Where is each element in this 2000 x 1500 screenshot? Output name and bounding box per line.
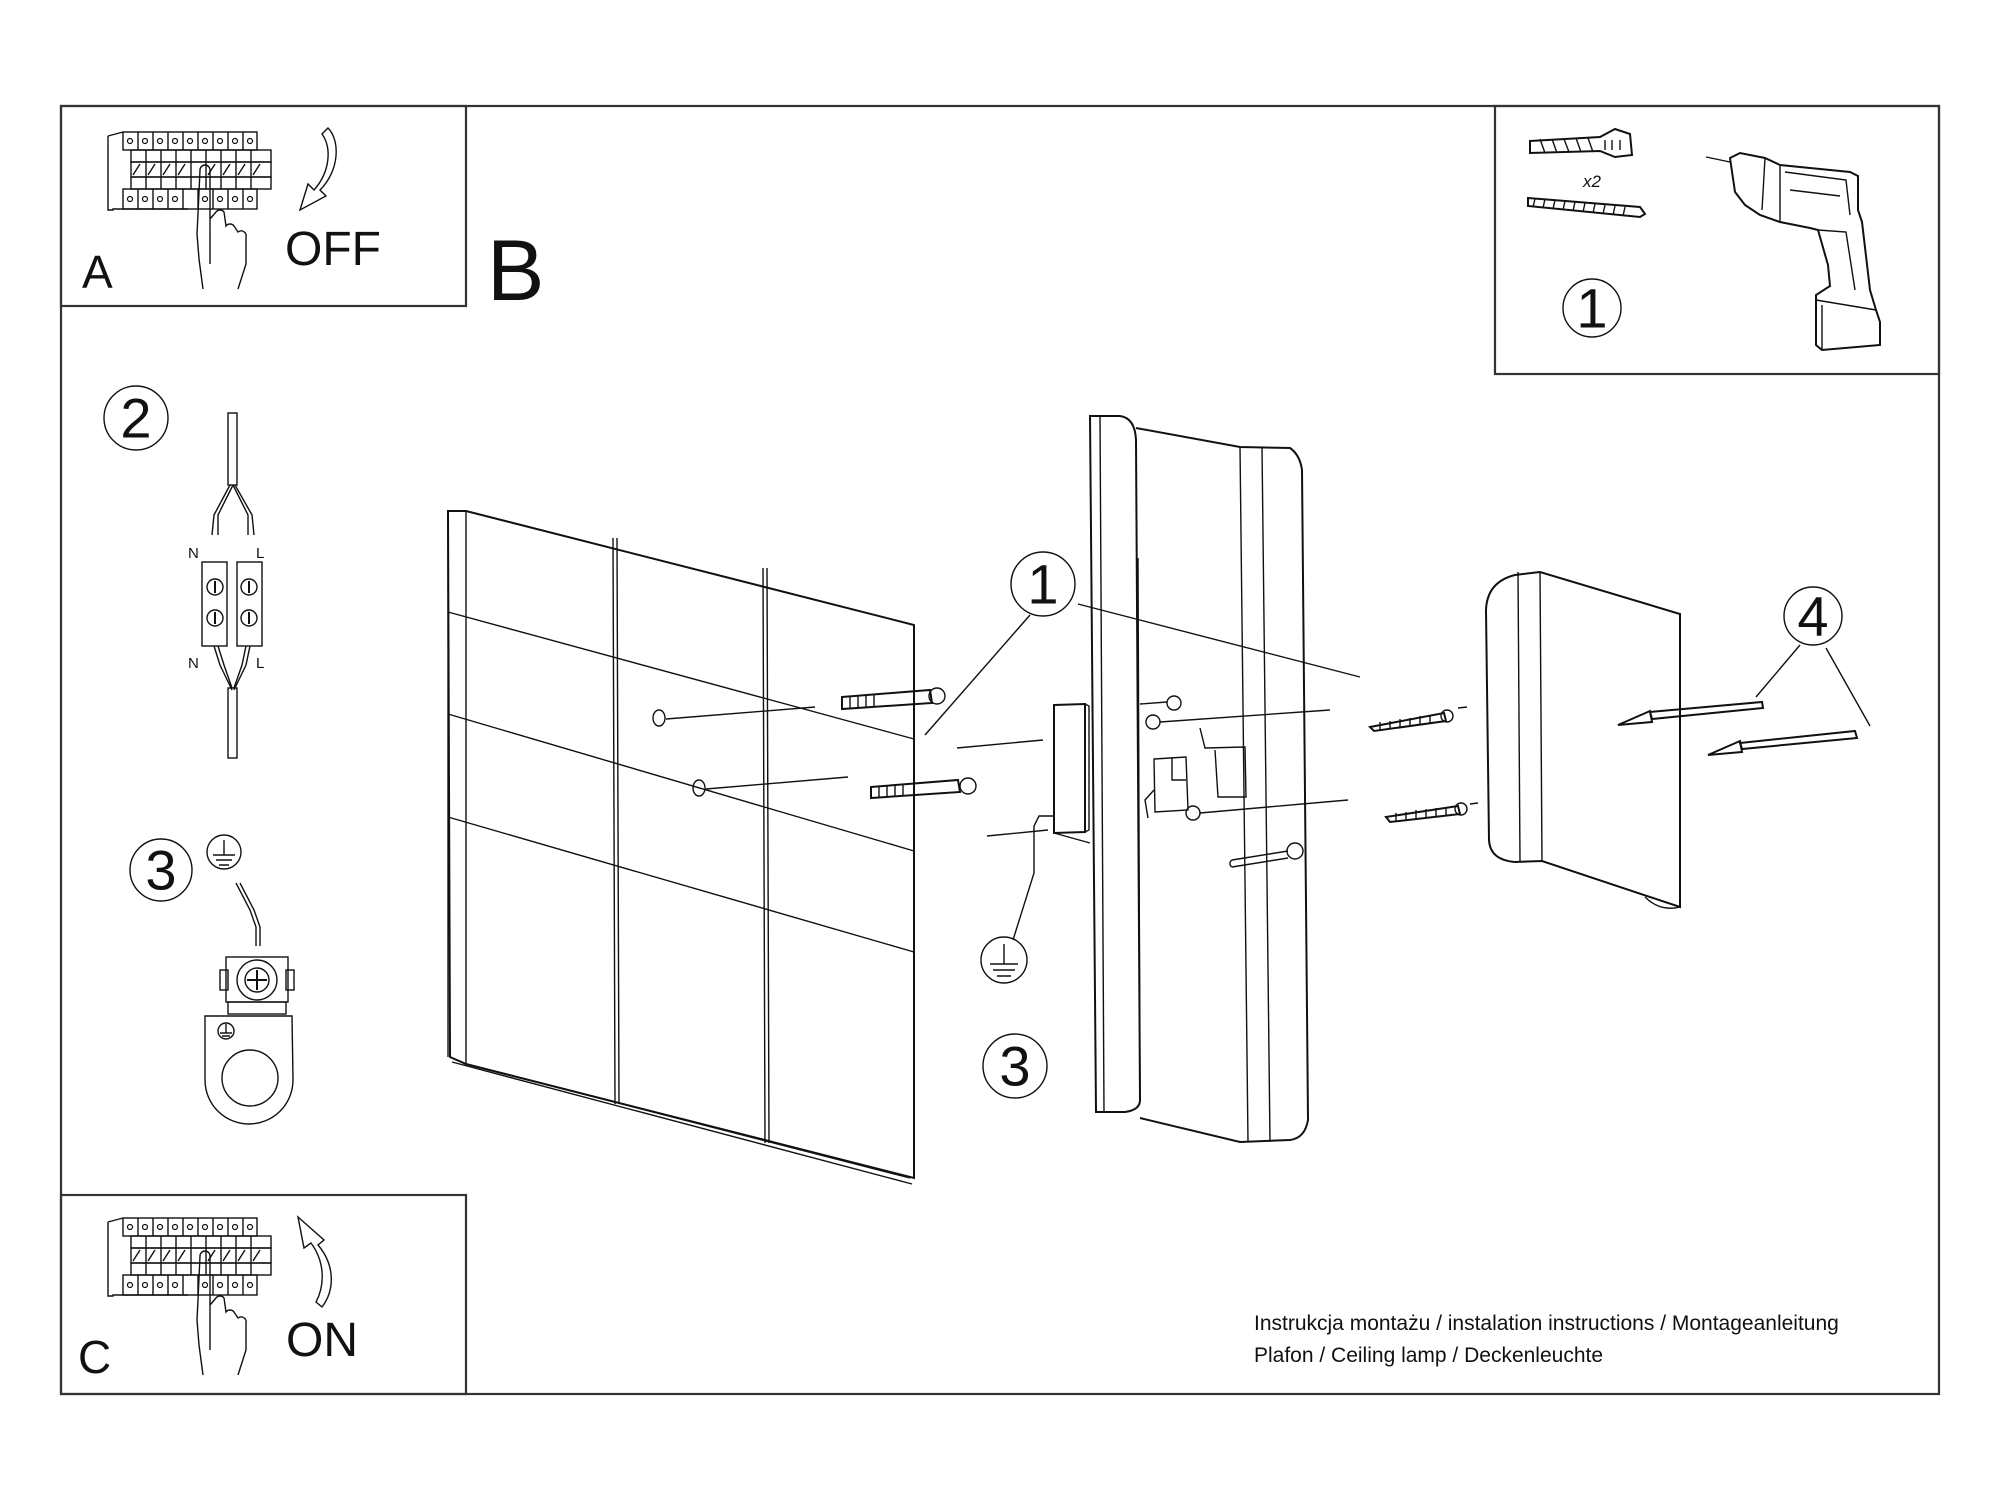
decorative-pins [1617, 700, 1859, 756]
ground-wire [235, 882, 261, 946]
arrow-up-icon [296, 1215, 332, 1309]
panel-c-letter: C [78, 1331, 111, 1383]
main-step-4-number: 4 [1797, 585, 1828, 648]
panel-tools: x2 1 [1493, 104, 1941, 376]
ground-step: 3 [129, 834, 295, 1125]
panel-a: A OFF [59, 104, 468, 308]
panel-c-frame [59, 1193, 468, 1396]
panel-c: C ON [59, 1193, 468, 1396]
panel-a-frame [59, 104, 468, 308]
step-3-badge [129, 838, 193, 902]
terminal-label-l-top: L [256, 545, 264, 562]
mounting-plate [1088, 415, 1349, 1144]
cable-bottom [227, 687, 238, 759]
switch-on-label: ON [286, 1314, 358, 1367]
panel-tools-frame [1493, 104, 1941, 376]
hand-pressing-icon-c [196, 1250, 247, 1376]
breaker-panel-icon-c [107, 1217, 272, 1297]
lamp-shade [1484, 570, 1681, 909]
cable-top [227, 412, 238, 486]
main-step-3-number: 3 [999, 1035, 1030, 1098]
ground-terminal-icon [204, 956, 295, 1125]
drill-hole [652, 709, 666, 727]
outer-frame [59, 104, 1941, 1396]
terminal-block-icon [201, 561, 263, 647]
quantity-label: x2 [1582, 172, 1602, 191]
main-step-1-badge [1010, 551, 1076, 617]
panel-b-letter: B [487, 223, 544, 319]
hand-pressing-icon [196, 164, 247, 290]
panel-a-letter: A [82, 246, 113, 298]
wiring-step: 2 N L N L [103, 385, 264, 759]
terminal-label-n-top: N [188, 545, 199, 562]
arrow-down-icon [298, 127, 337, 212]
terminal-label-l-bottom: L [256, 655, 264, 672]
terminal-label-n-bottom: N [188, 655, 199, 672]
wall-plug-icon [1529, 127, 1634, 159]
drill-hole [692, 779, 706, 797]
drill-icon [1705, 151, 1881, 352]
main-step-4-badge [1783, 586, 1843, 646]
breaker-panel-icon [107, 131, 272, 211]
wall-tiles [446, 510, 915, 1185]
main-step-3-badge [982, 1033, 1048, 1099]
main-step-1-number: 1 [1027, 553, 1058, 616]
step-2-badge [103, 385, 169, 451]
step-2-number: 2 [120, 387, 151, 450]
step-3-number: 3 [145, 839, 176, 902]
screw-icon [1527, 196, 1647, 219]
wall-plugs [841, 687, 1049, 837]
junction-box [1012, 702, 1091, 941]
switch-off-label: OFF [285, 223, 381, 276]
footer-line-1: Instrukcja montażu / instalation instruc… [1254, 1312, 1839, 1335]
ground-symbol-main-icon [980, 936, 1028, 984]
ground-symbol-icon [206, 834, 242, 870]
step-1-number: 1 [1576, 277, 1607, 340]
fixing-screws [1367, 706, 1479, 824]
footer-line-2: Plafon / Ceiling lamp / Deckenleuchte [1254, 1344, 1603, 1367]
step-1-badge [1562, 278, 1622, 338]
